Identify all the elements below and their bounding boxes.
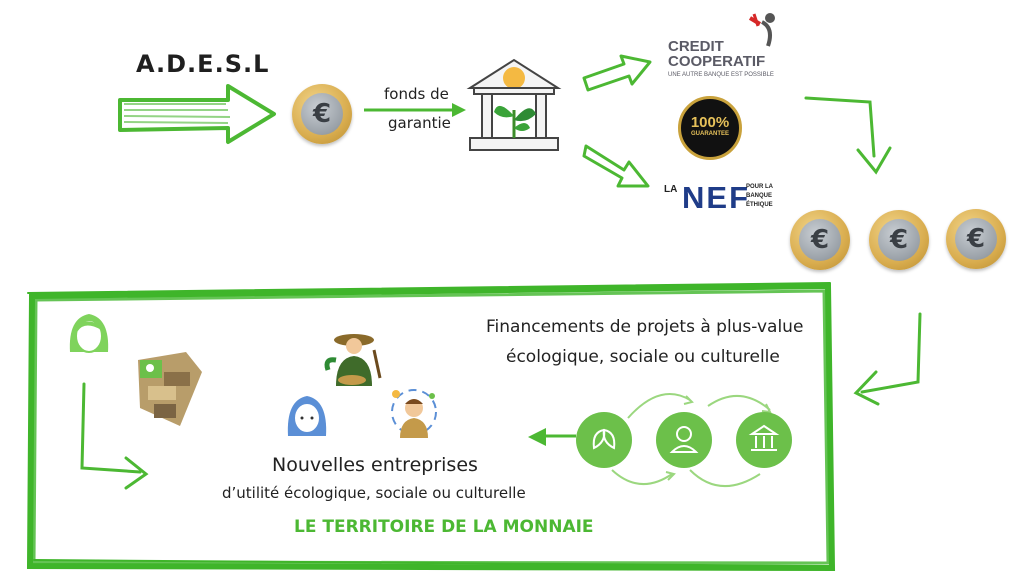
euro-coin-icon: € (292, 84, 352, 144)
credit-cooperatif-logo-line1: CREDIT (668, 38, 724, 55)
enterprises-text-line2: d’utilité écologique, sociale ou culture… (222, 484, 526, 502)
right-down-arrow (804, 96, 892, 175)
left-vertical-arrow (80, 382, 149, 490)
woman-blue-icon (287, 396, 327, 436)
nef-tagline-line1: POUR LA (746, 184, 773, 190)
nef-logo: NEF (682, 180, 750, 215)
adesl-title: A.D.E.S.L (136, 50, 270, 78)
nef-tagline-line2: BANQUE (746, 193, 773, 199)
money-collage-icon (138, 352, 202, 426)
guarantee-badge-text: GUARANTEE (690, 131, 729, 137)
fund-label-line1: fonds de (384, 85, 449, 103)
bank-up-arrow (582, 54, 652, 92)
nef-tagline-line3: ÉTHIQUE (746, 202, 773, 208)
farmer-icon (324, 334, 382, 386)
credit-cooperatif-figure-icon (748, 13, 775, 47)
financing-text-line2: écologique, sociale ou culturelle (506, 347, 780, 367)
technician-icon (391, 389, 437, 438)
fund-label-line2: garantie (388, 114, 451, 132)
guarantee-badge: 100% GUARANTEE (678, 96, 742, 160)
leaf-icon (576, 412, 632, 468)
nef-prefix: LA (664, 184, 678, 195)
credit-cooperatif-tagline: UNE AUTRE BANQUE EST POSSIBLE (668, 72, 774, 78)
euro-coin-icon: € (946, 209, 1006, 269)
territory-label: LE TERRITOIRE DE LA MONNAIE (294, 517, 594, 537)
coins-to-projects-arrow (853, 312, 922, 406)
projects-to-enterprises-arrow (528, 428, 576, 446)
enterprises-text-line1: Nouvelles entreprises (272, 454, 478, 476)
euro-coin-icon: € (869, 210, 929, 270)
guarantee-badge-percent: 100% (690, 114, 730, 131)
bank-down-arrow (582, 144, 650, 188)
person-icon (656, 412, 712, 468)
big-input-arrow (118, 84, 276, 144)
financing-text-line1: Financements de projets à plus-value (486, 317, 804, 337)
bank-icon (736, 412, 792, 468)
credit-cooperatif-logo-line2: COOPERATIF (668, 53, 766, 70)
bank-plant-icon (466, 58, 562, 151)
territory-frame (26, 282, 836, 572)
euro-coin-icon: € (790, 210, 850, 270)
woman-icon (69, 314, 109, 353)
